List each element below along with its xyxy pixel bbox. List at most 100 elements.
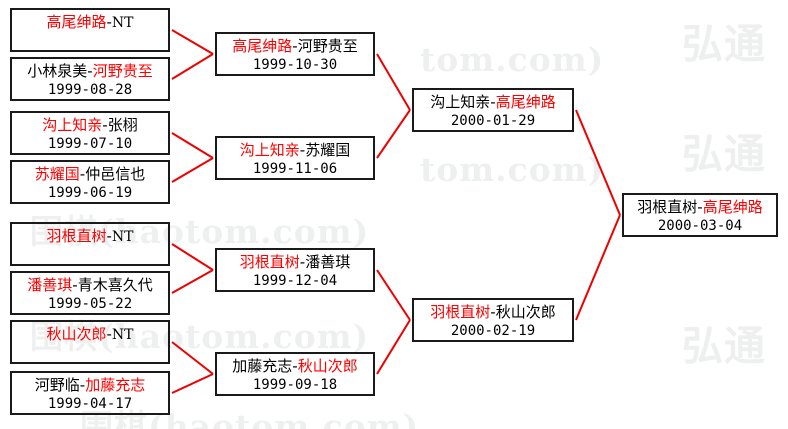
player-name-first: 苏耀国 xyxy=(34,165,80,183)
player-separator: - xyxy=(102,116,108,134)
connector-line xyxy=(171,29,214,55)
match-players: 加藤充志-秋山次郎 xyxy=(232,356,357,376)
watermark-text: 弘通 xyxy=(682,130,766,178)
match-date: 1999-12-04 xyxy=(252,273,338,289)
player-name-first: 羽根直树 xyxy=(430,303,491,321)
player-name-second: 青木喜久代 xyxy=(77,276,153,294)
player-name-second: 潘善琪 xyxy=(305,253,351,271)
match-box-r1m7[interactable]: 秋山次郎-NT xyxy=(10,320,170,364)
connector-line xyxy=(171,373,214,394)
match-players: 羽根直树-NT xyxy=(46,226,133,247)
player-separator: - xyxy=(490,93,496,111)
match-date: 1999-11-06 xyxy=(252,161,338,177)
match-players: 高尾绅路-河野贵至 xyxy=(232,36,357,56)
match-players: 沟上知亲-张栩 xyxy=(42,115,137,135)
match-players: 小林泉美-河野贵至 xyxy=(27,61,152,81)
match-date: 1999-07-10 xyxy=(47,136,133,152)
player-name-second: 河野贵至 xyxy=(92,62,153,80)
player-separator: - xyxy=(72,276,78,294)
player-name-second: NT xyxy=(111,15,134,31)
match-date: 1999-09-18 xyxy=(252,377,338,393)
player-separator: - xyxy=(299,253,306,271)
player-name-second: 河野贵至 xyxy=(297,37,358,55)
connector-line xyxy=(171,269,214,294)
match-date: 2000-03-04 xyxy=(657,218,743,234)
player-name-first: 羽根直树 xyxy=(637,198,698,216)
connector-line xyxy=(575,109,621,216)
player-name-second: 张栩 xyxy=(107,116,138,134)
watermark-text: tom.com) xyxy=(420,40,605,79)
player-separator: - xyxy=(490,303,496,321)
player-name-second: NT xyxy=(111,229,134,245)
player-name-first: 羽根直树 xyxy=(239,253,300,271)
player-name-second: 秋山次郎 xyxy=(297,357,358,375)
match-date: 1999-10-30 xyxy=(252,57,338,73)
player-separator: - xyxy=(106,227,112,245)
player-separator: - xyxy=(106,325,112,343)
connector-line xyxy=(575,214,621,321)
match-date: 1999-06-19 xyxy=(47,185,133,201)
match-players: 河野临-加藤充志 xyxy=(35,375,145,395)
player-name-first: 沟上知亲 xyxy=(42,116,103,134)
player-name-second: 高尾绅路 xyxy=(495,93,556,111)
match-players: 高尾绅路-NT xyxy=(46,12,133,33)
watermark-text: tom.com) xyxy=(420,150,605,189)
match-box-r2m3[interactable]: 羽根直树-潘善琪 1999-12-04 xyxy=(215,248,375,292)
player-name-first: 河野临 xyxy=(34,376,80,394)
match-date: 1999-08-28 xyxy=(47,82,133,98)
player-separator: - xyxy=(87,62,93,80)
player-name-first: 高尾绅路 xyxy=(232,37,293,55)
player-separator: - xyxy=(79,376,86,394)
match-date: 1999-05-22 xyxy=(47,296,133,312)
match-date: 1999-04-17 xyxy=(47,396,133,412)
player-separator: - xyxy=(697,198,703,216)
connector-line xyxy=(376,319,411,375)
match-players: 沟上知亲-苏耀国 xyxy=(240,140,350,160)
match-players: 羽根直树-高尾绅路 xyxy=(637,197,762,217)
connector-line xyxy=(171,157,214,183)
watermark-text: 弘通 xyxy=(682,20,766,68)
match-date: 2000-02-19 xyxy=(450,323,536,339)
match-players: 沟上知亲-高尾绅路 xyxy=(430,92,555,112)
player-name-first: 沟上知亲 xyxy=(430,93,491,111)
watermark-text: 弘通 xyxy=(682,322,766,370)
player-name-second: NT xyxy=(111,327,134,343)
player-separator: - xyxy=(106,13,112,31)
connector-line xyxy=(376,53,411,111)
match-players: 潘善琪-青木喜久代 xyxy=(27,275,152,295)
player-separator: - xyxy=(299,141,306,159)
player-name-second: 加藤充志 xyxy=(85,376,146,394)
player-name-first: 沟上知亲 xyxy=(239,141,300,159)
connector-line xyxy=(376,269,411,321)
connector-line xyxy=(376,109,411,159)
connector-line xyxy=(171,132,214,159)
player-name-first: 羽根直树 xyxy=(46,227,107,245)
player-name-second: 秋山次郎 xyxy=(495,303,556,321)
player-name-first: 潘善琪 xyxy=(27,276,73,294)
player-separator: - xyxy=(292,357,298,375)
match-box-r1m1[interactable]: 高尾绅路-NT xyxy=(10,8,170,52)
connector-line xyxy=(171,243,214,271)
match-players: 秋山次郎-NT xyxy=(46,324,133,345)
player-name-second: 仲邑信也 xyxy=(85,165,146,183)
match-box-r1m5[interactable]: 羽根直树-NT xyxy=(10,222,170,266)
match-date: 2000-01-29 xyxy=(450,113,536,129)
connector-line xyxy=(171,341,214,375)
match-players: 苏耀国-仲邑信也 xyxy=(35,164,145,184)
player-name-first: 小林泉美 xyxy=(27,62,88,80)
match-players: 羽根直树-秋山次郎 xyxy=(430,302,555,322)
player-name-second: 苏耀国 xyxy=(305,141,351,159)
player-name-first: 秋山次郎 xyxy=(46,325,107,343)
